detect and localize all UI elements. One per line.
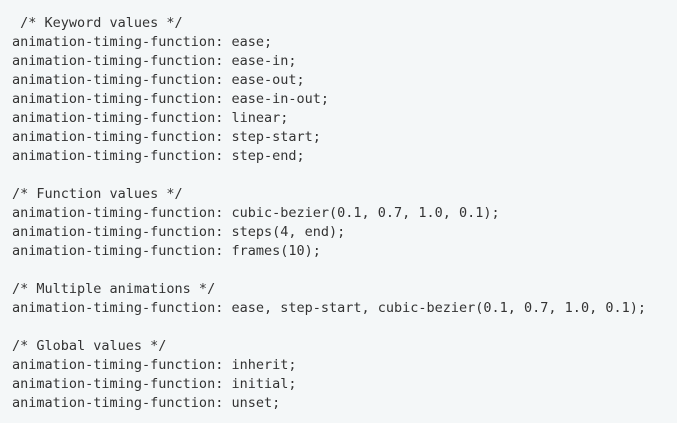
code-listing: /* Keyword values */ animation-timing-fun… bbox=[12, 14, 677, 413]
code-line: animation-timing-function: ease, step-st… bbox=[12, 300, 646, 316]
code-line: animation-timing-function: initial; bbox=[12, 376, 297, 392]
code-line: animation-timing-function: inherit; bbox=[12, 357, 297, 373]
code-line: animation-timing-function: unset; bbox=[12, 395, 281, 411]
code-line: animation-timing-function: step-end; bbox=[12, 148, 305, 164]
code-line: animation-timing-function: ease-out; bbox=[12, 72, 305, 88]
code-line: animation-timing-function: step-start; bbox=[12, 129, 321, 145]
code-line: animation-timing-function: linear; bbox=[12, 110, 289, 126]
comment-global-values: /* Global values */ bbox=[12, 338, 167, 354]
code-line: animation-timing-function: steps(4, end)… bbox=[12, 224, 346, 240]
comment-multiple-animations: /* Multiple animations */ bbox=[12, 281, 216, 297]
code-line: animation-timing-function: ease-in; bbox=[12, 53, 297, 69]
comment-keyword-values: /* Keyword values */ bbox=[12, 15, 183, 31]
code-line: animation-timing-function: ease; bbox=[12, 34, 273, 50]
comment-function-values: /* Function values */ bbox=[12, 186, 183, 202]
code-line: animation-timing-function: frames(10); bbox=[12, 243, 321, 259]
blank-line bbox=[12, 261, 677, 280]
blank-line bbox=[12, 318, 677, 337]
code-line: animation-timing-function: ease-in-out; bbox=[12, 91, 329, 107]
code-line: animation-timing-function: cubic-bezier(… bbox=[12, 205, 500, 221]
blank-line bbox=[12, 166, 677, 185]
